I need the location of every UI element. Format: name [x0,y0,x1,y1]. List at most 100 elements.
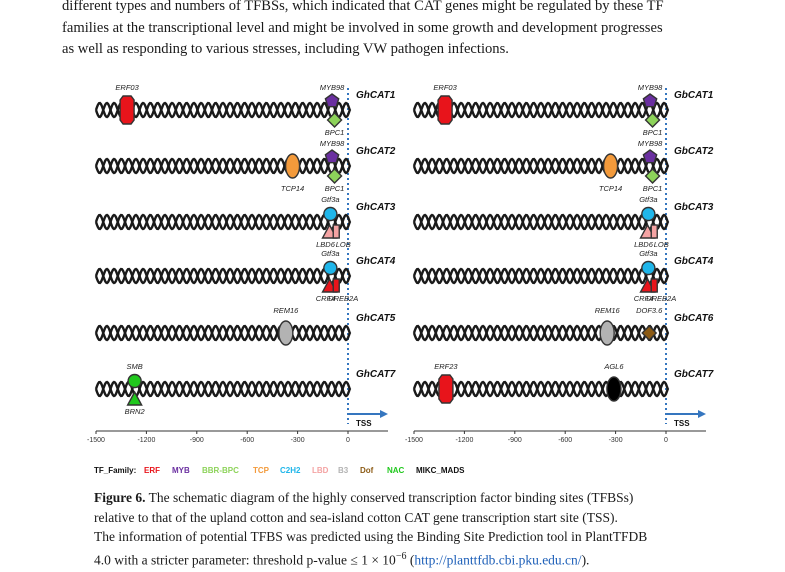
caption-exponent: −6 [395,550,407,562]
caption-paren-close: ). [581,552,590,567]
site-label-crf4: CRF4 [316,294,336,303]
dna-strand [412,157,670,175]
site-marker-dreb2a [332,278,340,293]
dna-strand [412,101,670,119]
site-label-dreb2a: DREB2A [328,294,358,303]
site-label-tcp14: TCP14 [281,184,304,193]
legend-dof: Dof [360,466,374,475]
legend-tcp: TCP [253,466,270,475]
gene-label: GbCAT2 [674,146,714,157]
site-label-bpc1: BPC1 [325,184,345,193]
site-label-dreb2a: DREB2A [646,294,676,303]
legend-mikc_mads: MIKC_MADS [416,466,465,475]
dna-strand [94,101,352,119]
site-label-myb98: MYB98 [638,83,663,92]
site-marker-gtf3a [641,260,656,276]
axis-tick-label: -600 [558,437,572,444]
site-marker-myb98 [324,93,340,108]
planttfdb-link[interactable]: http://planttfdb.cbi.pku.edu.cn/ [414,552,582,567]
tss-label: TSS [674,419,690,428]
site-marker-gtf3a [323,206,338,222]
caption-line-3: The information of potential TFBS was pr… [94,529,648,544]
dna-strand [94,324,352,342]
gene-label: GhCAT3 [356,202,396,213]
dna-strand [412,213,670,231]
gene-label: GhCAT7 [356,369,396,380]
site-marker-rem16 [599,320,615,346]
site-label-dof3.6: DOF3.6 [636,306,663,315]
figure-caption: Figure 6. The schematic diagram of the h… [94,488,724,570]
axis-tick-label: -1500 [87,437,105,444]
legend-lbd: LBD [312,466,329,475]
axis-tick-label: -300 [609,437,623,444]
dna-strand [94,267,352,285]
axis-tick-label: -900 [190,437,204,444]
site-label-lob: LOB [336,240,351,249]
site-marker-myb98 [642,93,658,108]
gene-label: GhCAT1 [356,90,396,101]
site-label-erf03: ERF03 [433,83,457,92]
caption-paren-open: ( [406,552,415,567]
site-label-lob: LOB [654,240,669,249]
legend-nac: NAC [387,466,405,475]
dna-strand [94,324,352,342]
site-label-erf03: ERF03 [115,83,139,92]
gene-label: GbCAT4 [674,256,714,267]
axis-tick-label: -300 [291,437,305,444]
site-marker-tcp14 [284,153,301,179]
site-marker-myb98 [324,149,340,164]
axis-tick-label: -1500 [405,437,423,444]
site-label-brn2: BRN2 [125,407,146,416]
caption-label: Figure 6. [94,490,146,505]
site-label-gtf3a: Gtf3a [321,195,339,204]
dna-strand [412,267,670,285]
site-marker-bpc1 [644,168,661,184]
site-label-rem16: REM16 [273,306,299,315]
paragraph-line-3: as well as responding to various stresse… [62,41,509,57]
site-marker-bpc1 [326,168,343,184]
legend-b3: B3 [338,466,349,475]
gene-label: GbCAT3 [674,202,714,213]
site-marker-lob [332,224,340,239]
site-label-smb: SMB [127,362,143,371]
axis-tick-label: -1200 [137,437,155,444]
gene-label: GhCAT2 [356,146,396,157]
axis-tick-label: 0 [346,437,350,444]
site-marker-erf03 [437,95,453,125]
dna-strand [94,157,352,175]
site-marker-gtf3a [323,260,338,276]
legend-c2h2: C2H2 [280,466,301,475]
site-marker-dof3.6 [641,325,658,341]
site-label-myb98: MYB98 [320,83,345,92]
dna-strand [94,267,352,285]
caption-text-1: The schematic diagram of the highly cons… [145,490,634,505]
dna-strand [94,213,352,231]
axis-tick-label: -900 [508,437,522,444]
site-marker-gtf3a [641,206,656,222]
legend-erf: ERF [144,466,160,475]
tss-arrow-head [380,410,388,418]
paragraph-line-1: different types and numbers of TFBSs, wh… [62,0,664,14]
gene-label: GbCAT1 [674,90,714,101]
site-marker-erf03 [119,95,135,125]
body-paragraph: different types and numbers of TFBSs, wh… [62,0,762,61]
site-marker-brn2 [126,390,143,406]
site-marker-dreb2a [650,278,658,293]
gene-label: GbCAT6 [674,313,714,324]
site-label-lbd6: LBD6 [316,240,336,249]
axis-tick-label: 0 [664,437,668,444]
legend-myb: MYB [172,466,190,475]
dna-strand [412,324,670,342]
site-label-myb98: MYB98 [320,139,345,148]
site-marker-rem16 [278,320,294,346]
dna-strand [412,267,670,285]
site-label-erf23: ERF23 [434,362,458,371]
gene-label: GbCAT7 [674,369,714,380]
axis-tick-label: -600 [240,437,254,444]
site-label-agl6: AGL6 [603,362,624,371]
site-label-myb98: MYB98 [638,139,663,148]
paragraph-line-2: families at the transcriptional level an… [62,19,663,36]
dna-strand [412,213,670,231]
dna-strand [412,324,670,342]
